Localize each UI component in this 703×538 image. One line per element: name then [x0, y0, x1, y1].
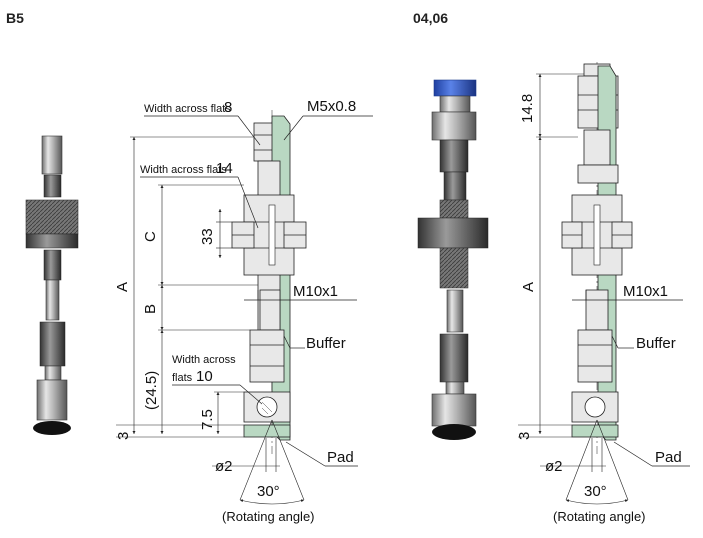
left-waf8-label: Width across flats [144, 103, 231, 115]
right-dim-a: A [520, 282, 537, 292]
right-pad: Pad [655, 449, 682, 466]
left-rotating: (Rotating angle) [222, 509, 315, 524]
left-thread-mid: M10x1 [293, 283, 338, 300]
left-waf10-line2: flats [172, 372, 193, 384]
right-dim-148: 14.8 [519, 94, 536, 123]
left-waf10-val: 10 [196, 368, 213, 385]
right-buffer: Buffer [636, 335, 676, 352]
left-waf14-label: Width across flats [140, 164, 227, 176]
right-product-photo [417, 79, 489, 440]
right-thread-mid: M10x1 [623, 283, 668, 300]
right-rotating: (Rotating angle) [553, 509, 646, 524]
left-dim-245: (24.5) [143, 371, 160, 410]
left-angle: 30° [257, 483, 280, 500]
left-waf10-line1: Width across [172, 354, 236, 366]
left-dim-75: 7.5 [199, 409, 216, 430]
left-waf8-val: 8 [224, 99, 232, 116]
left-buffer: Buffer [306, 335, 346, 352]
right-dia: ø2 [545, 458, 563, 475]
right-drawing: 14.8 A 3 M10x1 Buffer Pad ø2 30° (Rotati… [516, 62, 690, 524]
left-dia: ø2 [215, 458, 233, 475]
left-title: B5 [6, 10, 24, 26]
left-dim-c: C [142, 231, 159, 242]
right-dim-3: 3 [516, 432, 533, 440]
left-dim-b: B [142, 304, 159, 314]
left-drawing: A C 33 B (24.5) 7.5 3 Width across flats… [114, 98, 373, 524]
left-thread-top: M5x0.8 [307, 98, 356, 115]
left-product-photo [25, 135, 79, 435]
right-angle: 30° [584, 483, 607, 500]
left-pad: Pad [327, 449, 354, 466]
left-waf14-val: 14 [216, 160, 233, 177]
left-dim-a: A [114, 282, 131, 292]
left-dim-33: 33 [199, 228, 216, 245]
left-dim-3: 3 [115, 432, 132, 440]
right-title: 04,06 [413, 10, 448, 26]
